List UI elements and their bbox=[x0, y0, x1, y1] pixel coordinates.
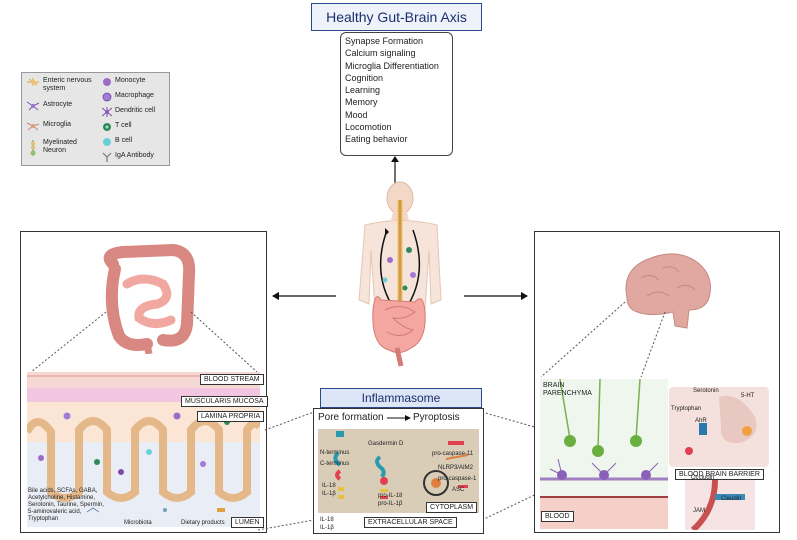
legend-item: IgA Antibody bbox=[102, 152, 154, 162]
pro-caspase-11-label: pro-caspase-11 bbox=[432, 451, 474, 457]
function-item: Synapse Formation bbox=[345, 36, 424, 46]
inflammasome-title: Inflammasome bbox=[320, 388, 482, 408]
legend-label: T cell bbox=[115, 122, 132, 129]
gasdermin-label: Gasdermin D bbox=[368, 441, 404, 447]
enteric-nervous-system-icon bbox=[27, 78, 39, 86]
pro-il-18-label: pro-IL-18 bbox=[378, 493, 403, 499]
metabolites-text: Bile acids, SCFAs, GABA, Acetylcholine, … bbox=[28, 488, 104, 522]
arrow-right-icon bbox=[464, 292, 528, 300]
lamina-propria-label: LAMINA PROPRIA bbox=[197, 411, 265, 422]
occludin-label: Occludin bbox=[691, 475, 715, 481]
cytoplasm-label: CYTOPLASM bbox=[426, 502, 478, 513]
dashed-zoom-lines bbox=[30, 311, 258, 373]
c-terminus-label: C-terminus bbox=[320, 461, 350, 467]
human-body-illustration bbox=[358, 181, 442, 367]
inflammasome-molecules bbox=[333, 431, 469, 499]
iga-antibody-icon bbox=[102, 152, 112, 162]
il-1b-extracellular-label: IL-1β bbox=[320, 525, 334, 531]
il-1b-label: IL-1β bbox=[322, 491, 336, 497]
legend-label: Macrophage bbox=[115, 92, 154, 99]
legend: Enteric nervous system Astrocyte Microgl… bbox=[21, 72, 170, 166]
monocyte-icon bbox=[103, 78, 111, 86]
legend-label: Enteric nervous system bbox=[43, 77, 92, 92]
function-item: Calcium signaling bbox=[345, 48, 416, 59]
legend-item: Monocyte bbox=[102, 77, 145, 87]
inflammasome-panel: Pore formation Pyroptosis Gasdermin D N-… bbox=[313, 408, 484, 534]
serotonin-synapse bbox=[669, 387, 769, 467]
extracellular-space-label: EXTRACELLULAR SPACE bbox=[364, 517, 457, 528]
legend-item: Enteric nervous system bbox=[26, 77, 96, 93]
nlrp3-label: NLRP3/AIM2 bbox=[438, 465, 474, 471]
legend-label: Microglia bbox=[43, 121, 72, 128]
brain-icon bbox=[625, 253, 711, 329]
function-item: Microglia Differentiation bbox=[345, 60, 439, 71]
b-cell-icon bbox=[103, 138, 111, 146]
function-item: Memory bbox=[345, 97, 378, 108]
intestine-icon bbox=[103, 244, 196, 354]
n-terminus-label: N-terminus bbox=[320, 450, 350, 456]
legend-item: Myelinated Neuron bbox=[26, 139, 86, 157]
5-ht-label: 5-HT bbox=[741, 393, 755, 399]
legend-label: Myelinated Neuron bbox=[43, 139, 77, 154]
legend-label: B cell bbox=[115, 137, 133, 144]
myelinated-neuron-icon bbox=[30, 140, 36, 156]
muscularis-mucosa-label: MUSCULARIS MUCOSA bbox=[181, 396, 268, 407]
arrow-right-icon bbox=[387, 415, 411, 421]
legend-item: Macrophage bbox=[102, 92, 154, 102]
t-cell-icon bbox=[103, 123, 111, 131]
function-item: Cognition bbox=[345, 72, 384, 83]
dendritic-cell-icon bbox=[102, 107, 112, 117]
diagram-title: Healthy Gut-Brain Axis bbox=[311, 3, 482, 31]
legend-item: Dendritic cell bbox=[102, 107, 155, 117]
function-item: Locomotion bbox=[345, 122, 392, 133]
gut-panel: BLOOD STREAM MUSCULARIS MUCOSA LAMINA PR… bbox=[20, 231, 268, 533]
serotonin-label: Serotonin bbox=[693, 388, 719, 394]
il-18-label: IL-18 bbox=[322, 483, 336, 489]
bbb-junction bbox=[685, 480, 755, 530]
function-item: Learning bbox=[345, 85, 381, 96]
lumen-label: LUMEN bbox=[231, 517, 264, 528]
tryptophan-label: Tryptophan bbox=[671, 406, 702, 412]
bbb-label: BLOOD BRAIN BARRIER bbox=[675, 469, 764, 480]
astrocyte-icon bbox=[26, 101, 40, 111]
pro-il-1b-label: pro-IL-1β bbox=[378, 501, 403, 507]
pro-caspase-1-label: pro-caspase-1 bbox=[438, 476, 477, 482]
blood-label: BLOOD bbox=[541, 511, 574, 522]
pore-formation-label: Pore formation bbox=[318, 412, 384, 423]
arrow-up-icon bbox=[391, 156, 399, 185]
legend-item: B cell bbox=[102, 137, 132, 147]
jam-label: JAM bbox=[693, 508, 705, 514]
function-item: Mood bbox=[345, 109, 368, 120]
ahr-label: AhR bbox=[695, 418, 707, 424]
dashed-zoom-lines bbox=[540, 301, 666, 378]
functions-list: Synapse Formation Calcium signaling Micr… bbox=[340, 32, 453, 156]
legend-label: Dendritic cell bbox=[115, 107, 156, 114]
microbiota-label: Microbiota bbox=[124, 520, 152, 526]
asc-label: ASC bbox=[452, 487, 465, 493]
dietary-products-label: Dietary products bbox=[181, 520, 225, 526]
legend-label: Monocyte bbox=[115, 77, 146, 84]
gut-wall-cross-section bbox=[27, 372, 260, 527]
claudin-label: Claudin bbox=[721, 496, 742, 502]
legend-item: Astrocyte bbox=[26, 101, 72, 111]
legend-item: Microglia bbox=[26, 121, 71, 131]
il-18-extracellular-label: IL-18 bbox=[320, 517, 334, 523]
brain-panel: BRAIN PARENCHYMA BLOOD Serotonin 5-HT Tr… bbox=[534, 231, 780, 533]
blood-stream-label: BLOOD STREAM bbox=[200, 374, 264, 385]
brain-tissue-section bbox=[540, 379, 668, 529]
pyroptosis-label: Pyroptosis bbox=[413, 412, 460, 423]
macrophage-icon bbox=[102, 92, 112, 102]
legend-item: T cell bbox=[102, 122, 132, 132]
function-item: Eating behavior bbox=[345, 134, 408, 145]
microglia-icon bbox=[26, 122, 40, 131]
legend-label: IgA Antibody bbox=[115, 152, 154, 159]
arrow-left-icon bbox=[272, 292, 336, 300]
brain-parenchyma-label: BRAIN PARENCHYMA bbox=[543, 382, 592, 397]
legend-label: Astrocyte bbox=[43, 101, 73, 108]
